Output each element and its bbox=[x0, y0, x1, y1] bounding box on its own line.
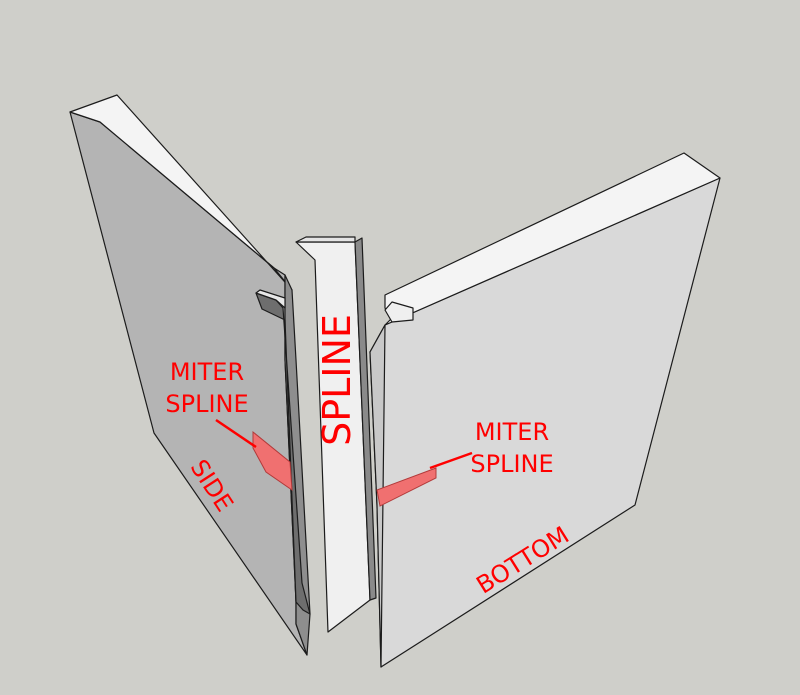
bottom-board-groove bbox=[384, 301, 414, 323]
side-board-groove bbox=[255, 292, 311, 615]
miter-label-right-line1: MITER bbox=[475, 418, 549, 446]
miter-spline-right-highlight bbox=[376, 467, 437, 507]
side-board-groove-lip bbox=[255, 289, 286, 309]
side-board bbox=[69, 94, 311, 656]
miter-label-left-line1: MITER bbox=[170, 358, 244, 386]
spline-label: SPLINE bbox=[315, 314, 359, 446]
side-board-top-edge bbox=[69, 94, 293, 291]
miter-spline-right-leader bbox=[429, 451, 473, 470]
bottom-board bbox=[369, 152, 721, 668]
bottom-board-miter-edge bbox=[369, 324, 386, 668]
spline-side-face bbox=[354, 237, 377, 601]
miter-label-right-line2: SPLINE bbox=[470, 450, 553, 478]
miter-label-left-line2: SPLINE bbox=[165, 390, 248, 418]
spline-piece bbox=[295, 236, 377, 633]
miter-spline-left-leader bbox=[215, 418, 257, 449]
side-board-miter-edge bbox=[284, 274, 311, 656]
spline-top-face bbox=[295, 236, 356, 243]
